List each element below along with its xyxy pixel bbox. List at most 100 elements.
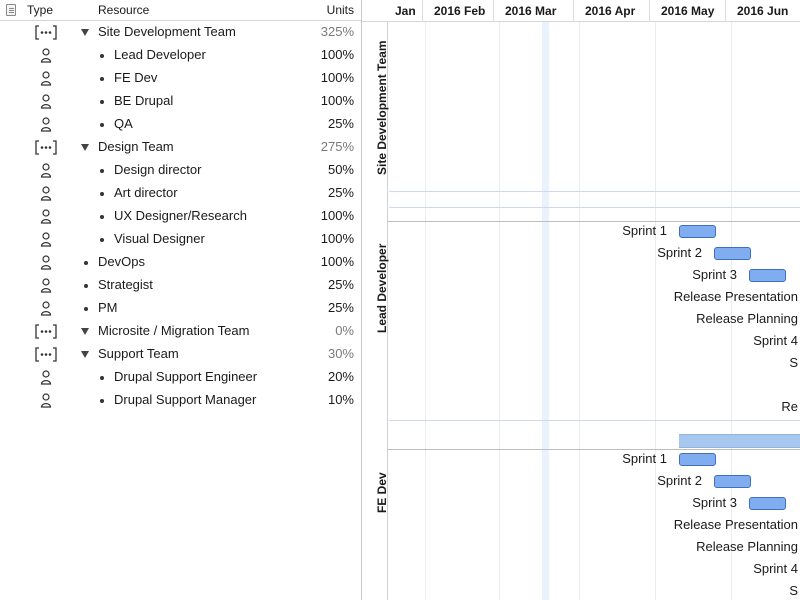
bullet-icon	[100, 54, 104, 58]
person-icon	[34, 70, 58, 87]
bullet-icon	[100, 215, 104, 219]
person-icon	[34, 254, 58, 271]
task-label: Release Presentation	[673, 289, 798, 304]
disclosure-triangle-icon[interactable]	[81, 144, 89, 151]
resource-name: Drupal Support Engineer	[114, 369, 258, 384]
resource-row[interactable]: FE Dev 100%	[0, 67, 361, 90]
resource-column-header[interactable]: Resource	[98, 3, 150, 17]
task-bar[interactable]	[749, 497, 786, 510]
resource-name: Microsite / Migration Team	[98, 323, 250, 338]
month-label: 2016 Jun	[737, 4, 789, 18]
type-column-header[interactable]: Type	[27, 3, 54, 17]
task-label: S	[789, 355, 798, 370]
month-label: 2016 Mar	[505, 4, 557, 18]
person-icon	[34, 231, 58, 248]
resource-table: Type Resource Units Site Development Tea…	[0, 0, 361, 600]
section-label: Site Development Team	[362, 22, 389, 221]
summary-row	[389, 434, 800, 448]
person-icon	[34, 116, 58, 133]
task-label: Sprint 2	[657, 473, 702, 488]
person-icon	[34, 208, 58, 225]
month-label: Jan	[395, 4, 416, 18]
resource-units: 25%	[327, 185, 354, 200]
bullet-icon	[100, 192, 104, 196]
resource-name: Design Team	[98, 139, 174, 154]
resource-group-icon	[34, 346, 58, 363]
resource-name: BE Drupal	[114, 93, 174, 108]
resource-row[interactable]: Drupal Support Manager 10%	[0, 389, 361, 412]
task-label: S	[789, 583, 798, 598]
summary-bar[interactable]	[679, 434, 800, 448]
section-label-text: FE Dev	[375, 472, 389, 513]
task-bar[interactable]	[714, 247, 751, 260]
person-icon	[34, 185, 58, 202]
month-separator	[493, 0, 494, 22]
resource-units: 25%	[327, 277, 354, 292]
task-bar[interactable]	[749, 269, 786, 282]
resource-group-icon	[34, 139, 58, 156]
month-gridline	[579, 22, 580, 600]
bullet-icon	[84, 284, 88, 288]
bullet-icon	[100, 399, 104, 403]
resource-units: 10%	[327, 392, 354, 407]
resource-units: 100%	[320, 70, 354, 85]
person-icon	[34, 47, 58, 64]
resource-units: 30%	[327, 346, 354, 361]
resource-name: Visual Designer	[114, 231, 205, 246]
resource-name: DevOps	[98, 254, 145, 269]
disclosure-triangle-icon[interactable]	[81, 351, 89, 358]
bullet-icon	[84, 261, 88, 265]
task-bar[interactable]	[679, 453, 716, 466]
resource-row[interactable]: Art director 25%	[0, 182, 361, 205]
task-label: Sprint 3	[692, 495, 737, 510]
resource-row[interactable]: BE Drupal 100%	[0, 90, 361, 113]
resource-units: 100%	[320, 93, 354, 108]
bullet-icon	[84, 307, 88, 311]
units-column-header[interactable]: Units	[326, 3, 354, 17]
row-guideline	[389, 207, 800, 208]
task-label: Sprint 2	[657, 245, 702, 260]
section-label: FE Dev	[362, 449, 389, 600]
task-bar[interactable]	[714, 475, 751, 488]
resource-row[interactable]: PM 25%	[0, 297, 361, 320]
resource-name: Drupal Support Manager	[114, 392, 257, 407]
resource-name: PM	[98, 300, 118, 315]
pane-divider[interactable]	[361, 0, 362, 600]
section-separator	[362, 449, 800, 450]
today-highlight	[542, 22, 549, 600]
person-icon	[34, 277, 58, 294]
bullet-icon	[100, 169, 104, 173]
resource-units: 20%	[327, 369, 354, 384]
resource-name: Art director	[114, 185, 178, 200]
resource-name: Design director	[114, 162, 202, 177]
row-guideline	[389, 420, 800, 421]
task-bar[interactable]	[679, 225, 716, 238]
resource-units: 0%	[335, 323, 354, 338]
resource-units: 25%	[327, 116, 354, 131]
resource-row[interactable]: Drupal Support Engineer 20%	[0, 366, 361, 389]
task-label: Release Presentation	[673, 517, 798, 532]
section-label-text: Lead Developer	[375, 243, 389, 333]
person-icon	[34, 369, 58, 386]
resource-name: FE Dev	[114, 70, 158, 85]
resource-group-icon	[34, 24, 58, 41]
disclosure-triangle-icon[interactable]	[81, 328, 89, 335]
resource-units: 25%	[327, 300, 354, 315]
task-label: Release Planning	[696, 539, 798, 554]
month-label: 2016 Apr	[585, 4, 636, 18]
document-icon[interactable]	[6, 4, 16, 16]
resource-name: UX Designer/Research	[114, 208, 247, 223]
disclosure-triangle-icon[interactable]	[81, 29, 89, 36]
resource-row[interactable]: Microsite / Migration Team 0%	[0, 320, 361, 343]
